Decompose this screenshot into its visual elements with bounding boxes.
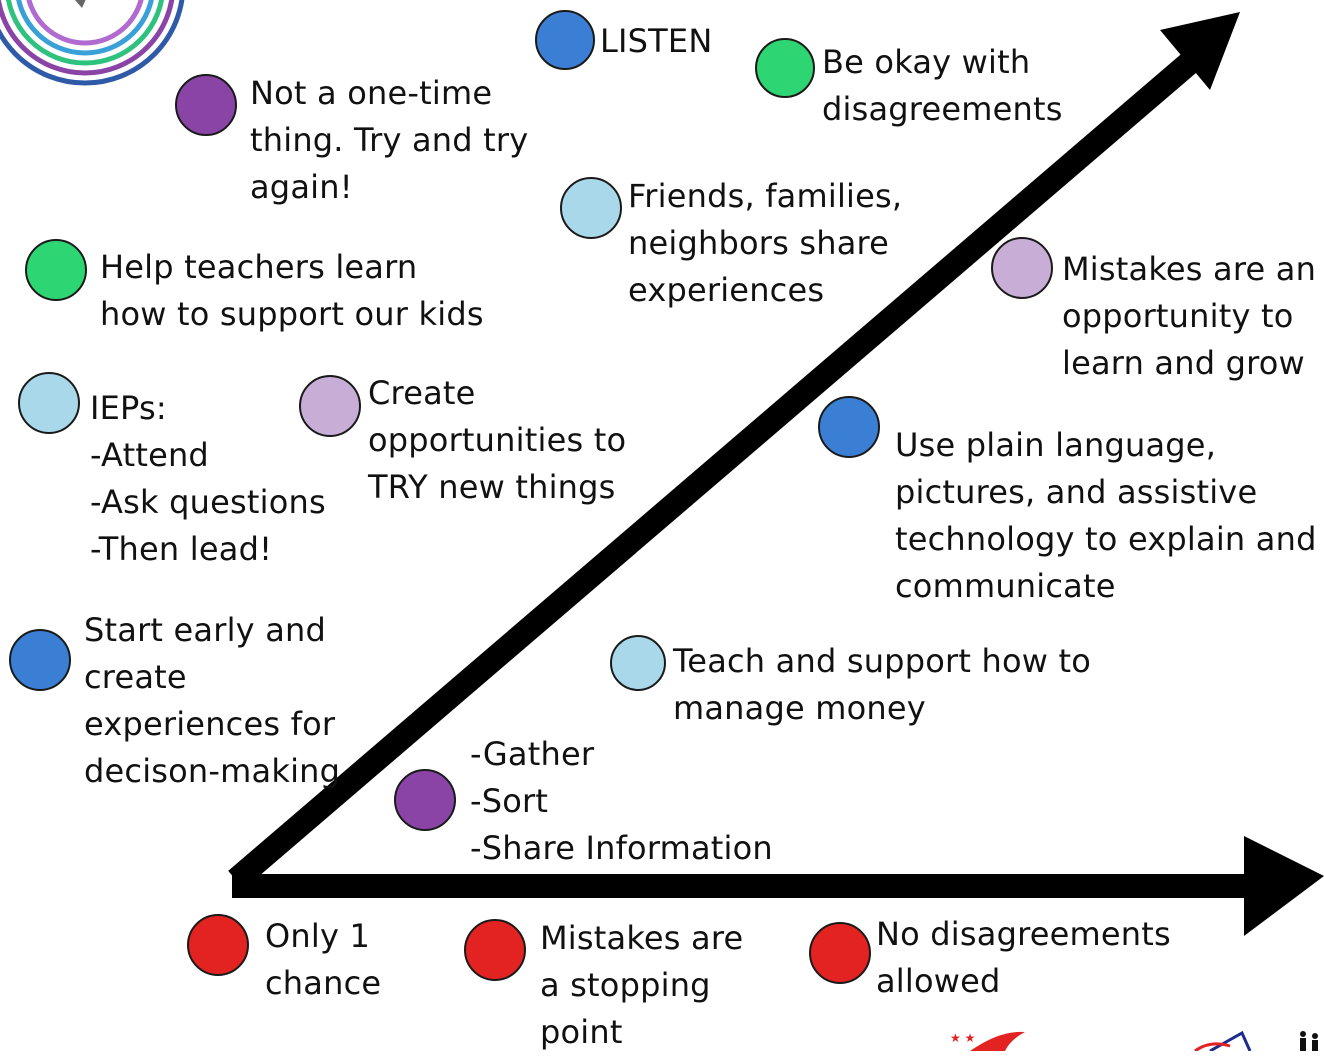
only-one-chance-label: Only 1 chance: [265, 917, 382, 1002]
listen-bullet-dot: [535, 10, 595, 70]
only-one-chance-bullet-dot: [187, 914, 249, 976]
teach-money-bullet-dot: [610, 635, 666, 691]
svg-text:★ ★: ★ ★: [950, 1031, 975, 1045]
gather-sort-label: -Gather -Sort -Share Information: [470, 735, 773, 867]
gather-sort-bullet-dot: [394, 769, 456, 831]
friends-families-bullet-dot: [560, 177, 622, 239]
help-teachers-bullet-dot: [25, 239, 87, 301]
plain-language-label: Use plain language, pictures, and assist…: [895, 426, 1317, 605]
friends-families-label: Friends, families, neighbors share exper…: [628, 177, 903, 309]
start-early-bullet-dot: [9, 629, 71, 691]
be-okay-label: Be okay with disagreements: [822, 43, 1063, 128]
teach-money-label: Teach and support how to manage money: [673, 642, 1091, 727]
mistakes-opportunity-label: Mistakes are an opportunity to learn and…: [1062, 250, 1317, 382]
not-one-time-label: Not a one-time thing. Try and try again!: [250, 74, 529, 206]
listen-label: LISTEN: [600, 22, 713, 60]
circles-logo-icon: [0, 0, 185, 86]
plain-language-bullet-dot: [818, 396, 880, 458]
create-opportunities-bullet-dot: [299, 375, 361, 437]
star-logo-icon: ★ ★: [950, 1031, 1025, 1051]
no-disagreements-bullet-dot: [809, 922, 871, 984]
diagonal-arrow-head: [1160, 12, 1240, 90]
mistakes-stopping-label: Mistakes are a stopping point: [540, 919, 744, 1051]
ieps-bullet-dot: [18, 372, 80, 434]
be-okay-bullet-dot: [755, 38, 815, 98]
no-disagreements-label: No disagreements allowed: [876, 915, 1171, 1000]
help-teachers-label: Help teachers learn how to support our k…: [100, 248, 484, 333]
house-logo-icon: [1194, 1030, 1252, 1051]
diagonal-arrow-shaft: [228, 48, 1203, 890]
ieps-label: IEPs: -Attend -Ask questions -Then lead!: [90, 389, 326, 568]
horizontal-arrow-head: [1244, 836, 1324, 936]
people-logo-icon: [1300, 1031, 1318, 1051]
mistakes-opportunity-bullet-dot: [991, 237, 1053, 299]
mistakes-stopping-bullet-dot: [464, 919, 526, 981]
create-opportunities-label: Create opportunities to TRY new things: [368, 374, 627, 506]
start-early-label: Start early and create experiences for d…: [84, 611, 341, 790]
not-one-time-bullet-dot: [175, 74, 237, 136]
